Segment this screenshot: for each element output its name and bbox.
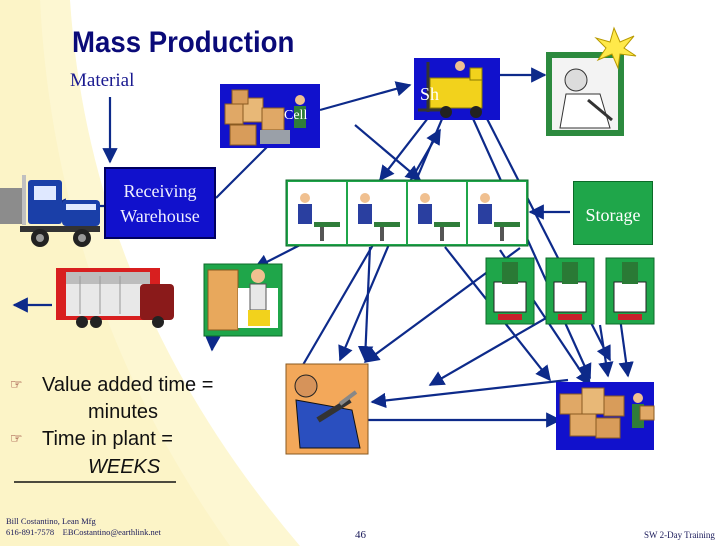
bullet-2-line2: WEEKS (88, 456, 161, 478)
truck-icon (0, 175, 100, 247)
material-label: Material (70, 70, 135, 91)
pointing-hand-icon: ☞ (10, 431, 23, 447)
cell-workers-icon (220, 84, 320, 148)
footer-contact: 616-891-7578 EBCostantino@earthlink.net (6, 527, 161, 537)
bullet-1: ☞ (10, 376, 23, 394)
cell-label: Cell (284, 108, 308, 123)
footer-author: Bill Costantino, Lean Mfg 616-891-7578 E… (6, 516, 161, 538)
receiving-warehouse-box: Receiving Warehouse (104, 167, 216, 239)
receiving-line1: Receiving (123, 181, 197, 201)
bullet-2: ☞ (10, 430, 23, 448)
workstations-icon (285, 179, 529, 247)
page-number: 46 (355, 529, 366, 541)
slide-title: Mass Production (72, 26, 295, 59)
forklift-icon (414, 58, 500, 120)
accident-icon (546, 26, 637, 136)
receiving-line2: Warehouse (120, 206, 200, 226)
trailer-truck-icon (56, 268, 174, 328)
storage-box (573, 181, 653, 245)
footer-name: Bill Costantino, Lean Mfg (6, 516, 96, 526)
warehouse-workers-icon (556, 382, 655, 450)
mechanic-icon (285, 363, 369, 455)
footer-training: SW 2-Day Training (644, 530, 715, 540)
storage-label: Storage (585, 205, 641, 225)
bullet-2-line1: Time in plant = (42, 428, 173, 450)
pointing-hand-icon: ☞ (10, 377, 23, 393)
ship-label: Sh (420, 84, 440, 104)
bullet-1-line1: Value added time = (42, 374, 214, 396)
machine-operator-icon (203, 263, 283, 337)
flow-arrows (12, 67, 634, 428)
press-machines-icon (485, 257, 655, 325)
bullet-1-line2: minutes (88, 401, 159, 423)
